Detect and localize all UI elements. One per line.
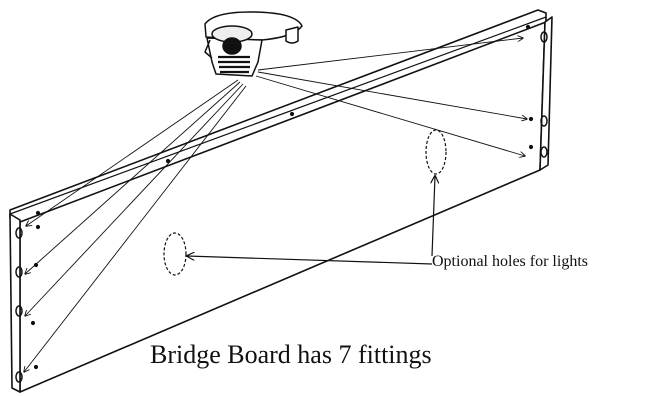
fitting-threads bbox=[218, 55, 250, 74]
fitting-arrow bbox=[26, 79, 239, 226]
fitting-arrow bbox=[25, 83, 244, 316]
fitting-peg bbox=[285, 26, 299, 44]
callout-arrow-up bbox=[432, 176, 435, 257]
pin-dot bbox=[35, 210, 41, 216]
fitting-arrows bbox=[24, 38, 527, 372]
callout-arrows bbox=[187, 176, 435, 265]
pin-dot bbox=[528, 116, 534, 122]
fitting-arrow bbox=[257, 38, 523, 71]
hole bbox=[15, 227, 23, 239]
pin-dot bbox=[165, 158, 171, 164]
board-face bbox=[19, 21, 546, 393]
board-lip-edge bbox=[9, 16, 547, 215]
pin-dot bbox=[30, 320, 36, 326]
pin-dot bbox=[528, 144, 534, 150]
pin-dot bbox=[525, 24, 531, 30]
fitting-arrow bbox=[257, 71, 527, 119]
board-end-edge bbox=[9, 213, 21, 393]
hole bbox=[540, 31, 548, 43]
optional-holes-label: Optional holes for lights bbox=[432, 253, 588, 270]
fitting-arrow bbox=[25, 81, 241, 274]
fitting-arrow bbox=[255, 75, 525, 156]
fitting-cam bbox=[222, 37, 242, 55]
cam-lock-fitting bbox=[204, 11, 303, 77]
board-holes bbox=[15, 24, 548, 383]
pin-dot bbox=[289, 111, 295, 117]
hole bbox=[15, 266, 23, 278]
hole bbox=[15, 371, 23, 383]
bridge-board bbox=[9, 9, 553, 393]
pin-dot bbox=[33, 364, 39, 370]
light-hole-left bbox=[163, 232, 187, 276]
callout-arrow-left bbox=[187, 256, 433, 265]
hole bbox=[15, 305, 23, 317]
hole bbox=[540, 115, 548, 127]
fitting-arm bbox=[204, 39, 213, 59]
figure-caption: Bridge Board has 7 fittings bbox=[150, 340, 432, 369]
hole bbox=[540, 146, 548, 158]
pin-dot bbox=[33, 262, 39, 268]
fitting-arrow bbox=[24, 85, 247, 372]
pin-dot bbox=[35, 224, 41, 230]
